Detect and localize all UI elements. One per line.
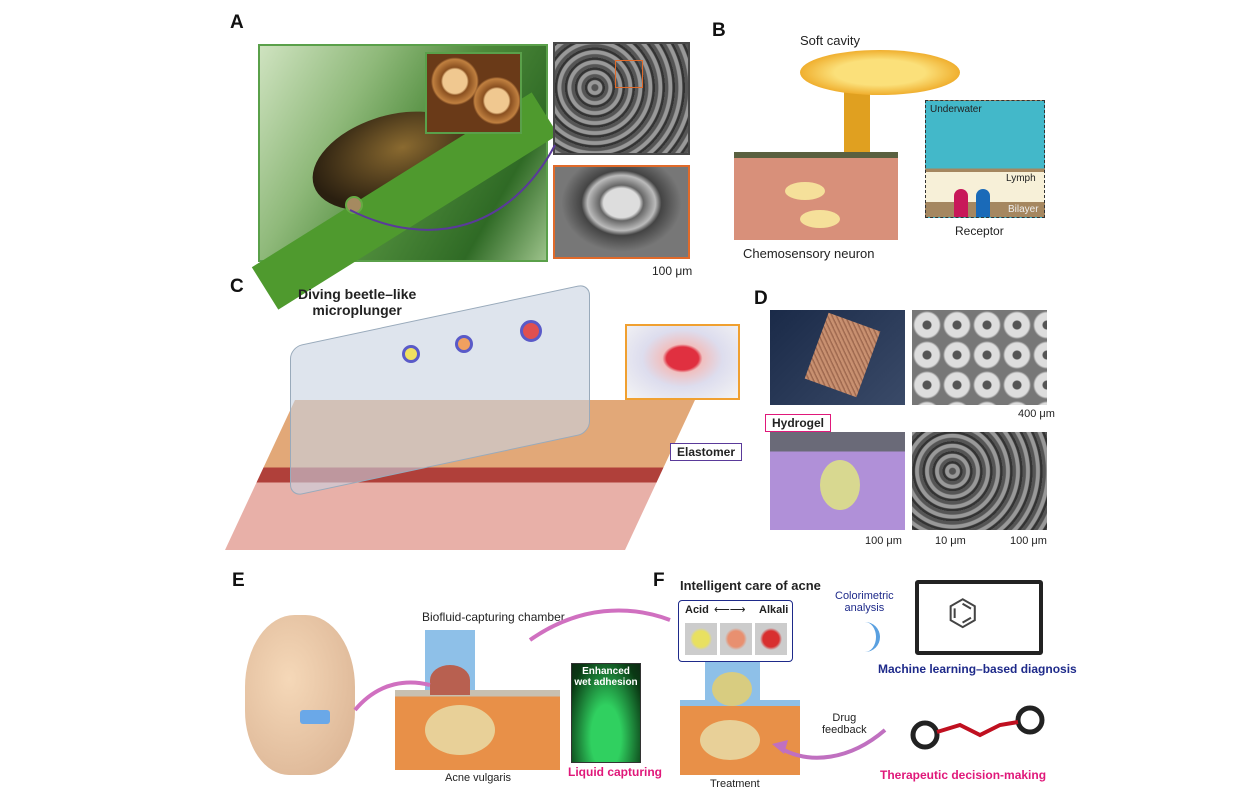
underwater-label: Underwater: [930, 104, 982, 115]
patch: [804, 312, 881, 398]
scale-100a: 100 μm: [865, 535, 902, 547]
hydrogel-ball: [712, 672, 752, 706]
microplunger-label-line2: microplunger: [312, 302, 402, 318]
scale-bar-label: 100 μm: [652, 264, 693, 278]
flow-arrows: [353, 608, 671, 712]
neuron-cell: [800, 210, 840, 228]
colorimetric-line1: Colorimetric: [835, 590, 894, 602]
neuron-label: Chemosensory neuron: [743, 246, 875, 261]
skin-section: [395, 690, 560, 770]
panel-c-label: C: [230, 276, 244, 297]
hydrogel-label: Hydrogel: [765, 414, 832, 432]
microplunger-red: [520, 320, 542, 342]
panel-a-label: A: [230, 12, 244, 33]
molecule-and-arrow: [772, 705, 1045, 760]
connector-arrow: [349, 144, 556, 231]
head-illustration: [245, 615, 355, 775]
panel-d-label: D: [754, 288, 768, 309]
scale-100b: 100 μm: [1010, 535, 1047, 547]
indicator-yellow: [685, 623, 717, 655]
patch-photo: [770, 310, 905, 405]
neuron-cell: [785, 182, 825, 200]
hydrogel-region: [820, 460, 860, 510]
setae-inset-photo: [425, 52, 522, 134]
treated-lesion: [700, 720, 760, 760]
zoom-box: [615, 60, 643, 88]
microplunger-label-line1: Diving beetle–like: [298, 286, 417, 302]
therapeutic-label: Therapeutic decision-making: [880, 768, 1047, 782]
microplunger-orange: [455, 335, 473, 353]
f-skin-section: [680, 700, 800, 775]
sem-colored-crosssection: [770, 432, 905, 530]
sem-porous-hydrogel: [912, 432, 1047, 530]
receptor-red: [954, 189, 968, 217]
panel-e-label: E: [232, 570, 245, 591]
f-title: Intelligent care of acne: [680, 578, 821, 593]
captured-fluid: [430, 665, 470, 695]
wireless-signal-icon: [850, 622, 880, 652]
soft-cavity: [800, 50, 960, 95]
colorimetric-line2: analysis: [844, 602, 885, 614]
acne-label: Acne vulgaris: [445, 772, 512, 784]
ml-diagnosis-label: Machine learning–based diagnosis: [878, 662, 1077, 676]
treatment-label: Treatment: [710, 778, 760, 790]
elastomer-label: Elastomer: [670, 443, 743, 461]
adhesion-line2: wet adhesion: [574, 677, 638, 688]
receptor-label: Receptor: [955, 224, 1004, 238]
receptor-blue: [976, 189, 990, 217]
patch-on-cheek: [300, 710, 330, 724]
indicator-red: [755, 623, 787, 655]
sem-array: [912, 310, 1047, 405]
acne-lesion: [425, 705, 495, 755]
drug-line1: Drug: [832, 712, 857, 724]
indicator-orange: [720, 623, 752, 655]
scale-10: 10 μm: [935, 535, 966, 547]
chamber-label: Biofluid-capturing chamber: [422, 610, 565, 624]
scale-400: 400 μm: [1018, 408, 1055, 420]
microplunger-closeup: [625, 324, 740, 400]
sem-overview: [553, 42, 690, 155]
acid-label: Acid: [685, 604, 709, 616]
sem-sucker-closeup: [553, 165, 690, 259]
soft-cavity-label: Soft cavity: [800, 33, 860, 48]
liquid-capturing-label: Liquid capturing: [568, 765, 662, 779]
brain-circuit-icon: ⌬: [947, 592, 979, 633]
lymph-label: Lymph: [1006, 173, 1036, 184]
alkali-label: Alkali: [759, 604, 789, 616]
ph-indicator-box: Acid ⟵⟶ Alkali: [678, 600, 793, 662]
drug-line2: feedback: [822, 724, 867, 736]
ph-arrow: ⟵⟶: [714, 604, 746, 616]
adhesion-line1: Enhanced: [582, 666, 630, 677]
receptor-inset: Underwater Lymph Bilayer: [925, 100, 1045, 218]
panel-b-label: B: [712, 20, 726, 41]
bilayer-label: Bilayer: [1008, 204, 1039, 215]
laptop-screen: ⌬: [915, 580, 1043, 655]
microplunger-yellow: [402, 345, 420, 363]
panel-f-label: F: [653, 570, 665, 591]
